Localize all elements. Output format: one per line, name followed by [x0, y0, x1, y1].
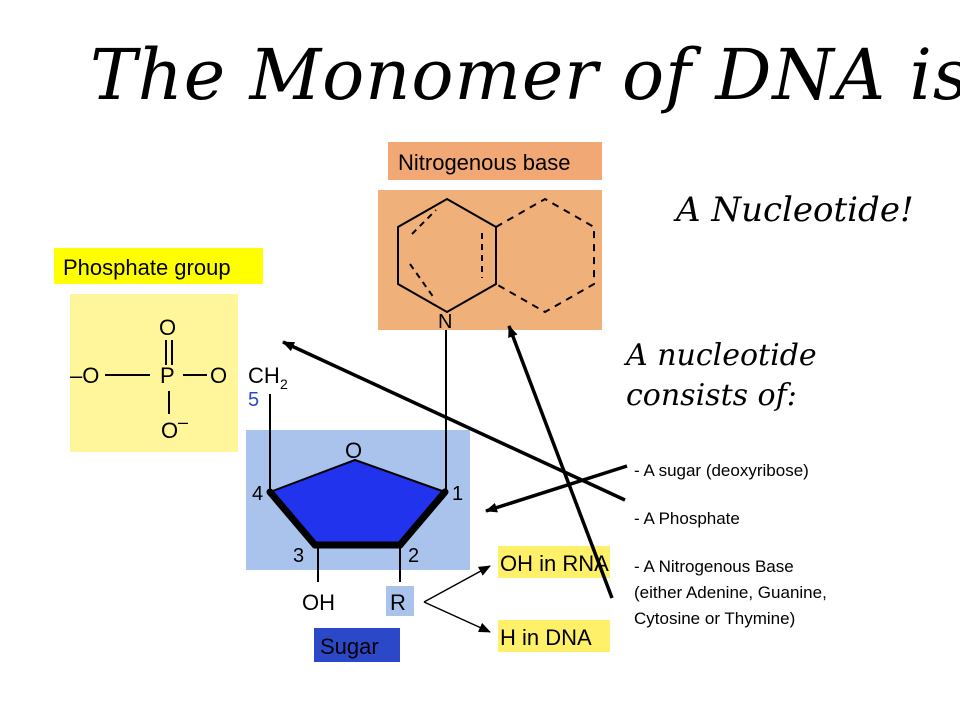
phosphate-panel [70, 294, 238, 452]
phosphate-O-left: –O [70, 363, 99, 388]
phosphate-O-bottom-charge: – [178, 412, 188, 432]
dna-pointer-arrow [423, 601, 491, 633]
slide-title: The Monomer of DNA is… [90, 34, 960, 116]
phosphate-P: P [160, 363, 175, 388]
sugar-r-box [386, 586, 414, 616]
carbon-2-label: 2 [408, 545, 419, 567]
carbon-1-label: 1 [452, 483, 463, 505]
phosphate-label: Phosphate group [63, 255, 231, 280]
base-label: Nitrogenous base [398, 150, 570, 175]
component-base: - A Nitrogenous Base [634, 557, 794, 576]
ring-nitrogen: N [438, 311, 452, 333]
base-label-box [388, 142, 602, 180]
component-base-detail-2: Cytosine or Thymine) [634, 609, 796, 628]
base-ring-structure [397, 197, 595, 314]
carbon-5-label: 5 [248, 389, 259, 411]
base-panel [378, 190, 602, 330]
rna-label: OH in RNA [500, 551, 609, 576]
phosphate-label-box [54, 248, 263, 284]
arrow-to-base [507, 325, 614, 599]
sugar-label: Sugar [320, 634, 379, 659]
carbon-3-label: 3 [293, 545, 304, 567]
rna-pointer-arrow [423, 565, 491, 603]
sugar-r-label: R [390, 590, 406, 615]
sugar-label-box [314, 628, 400, 662]
phosphate-CH: CH [248, 363, 280, 388]
dna-label-box [498, 620, 610, 652]
phosphate-subscript: 2 [280, 376, 288, 392]
phosphate-bonds [105, 340, 207, 414]
consists-heading-line2: consists of: [626, 378, 797, 413]
consists-heading-line1: A nucleotide [626, 338, 817, 373]
rna-label-box [498, 546, 610, 578]
phosphate-O-top: O [159, 315, 176, 340]
phosphate-O-right: O [210, 363, 227, 388]
component-sugar: - A sugar (deoxyribose) [634, 461, 809, 480]
sugar-ring-edge [266, 488, 449, 549]
phosphate-O-bottom: O [161, 418, 178, 443]
sugar-oh-label: OH [302, 590, 335, 615]
component-phosphate: - A Phosphate [634, 509, 740, 528]
sugar-ring-oxygen: O [345, 438, 362, 463]
carbon-4-label: 4 [252, 483, 263, 505]
arrow-to-phosphate [282, 340, 626, 502]
answer-text: A Nucleotide! [676, 190, 914, 230]
dna-label: H in DNA [500, 625, 592, 650]
arrow-to-sugar [485, 464, 628, 513]
component-base-detail-1: (either Adenine, Guanine, [634, 583, 827, 602]
